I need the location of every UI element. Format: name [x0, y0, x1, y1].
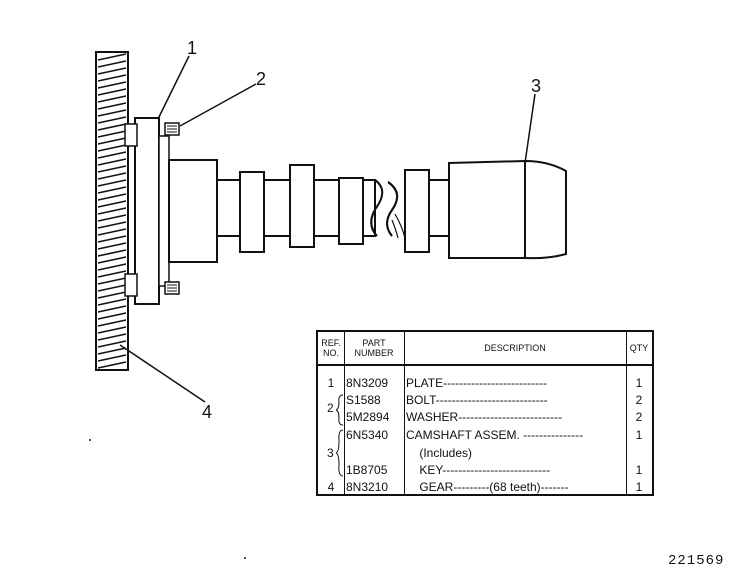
header-ref-no: REF. NO.	[318, 332, 344, 366]
group-brace	[336, 429, 344, 477]
ref-cell: 4	[327, 480, 335, 494]
qty-cell: 1	[635, 463, 643, 477]
gear-tooth	[97, 95, 127, 103]
drawing-number: 221569	[668, 553, 725, 569]
gear-tooth	[97, 291, 127, 299]
description-cell: GEAR---------(68 teeth)-------	[406, 480, 569, 494]
gear-tooth	[97, 123, 127, 131]
leader-lines	[119, 55, 536, 403]
qty-cell: 1	[635, 376, 643, 390]
parts-list-table: REF. NO. PART NUMBER DESCRIPTION QTY 1 8…	[316, 330, 654, 496]
gear-tooth	[97, 326, 127, 334]
gear-tooth	[97, 214, 127, 222]
gear-tooth	[97, 263, 127, 271]
part-number-cell: S1588	[346, 393, 381, 407]
gear-tooth	[97, 165, 127, 173]
gear-tooth	[97, 277, 127, 285]
gear-tooth	[97, 270, 127, 278]
group-brace	[336, 394, 344, 426]
description-cell: KEY---------------------------	[406, 463, 551, 477]
gear-tooth	[97, 340, 127, 348]
gear-tooth	[97, 137, 127, 145]
qty-cell: 2	[635, 410, 643, 424]
callout-4: 4	[202, 402, 213, 422]
gear-tooth	[97, 102, 127, 110]
gear-tooth	[97, 179, 127, 187]
gear-tooth	[97, 221, 127, 229]
gear-tooth	[97, 354, 127, 362]
part-number-cell: 5M2894	[346, 410, 390, 424]
gear-tooth	[97, 319, 127, 327]
gear-tooth	[97, 81, 127, 89]
gear-tooth	[97, 109, 127, 117]
gear-tooth	[97, 361, 127, 369]
description-cell: WASHER--------------------------	[406, 410, 563, 424]
gear-tooth	[97, 151, 127, 159]
column-divider	[344, 332, 345, 494]
gear-tooth	[97, 67, 127, 75]
bolt-bottom	[124, 273, 180, 297]
qty-cell: 2	[635, 393, 643, 407]
callout-1: 1	[187, 38, 198, 58]
qty-cell: 1	[635, 428, 643, 442]
gear-tooth	[97, 256, 127, 264]
description-cell: PLATE--------------------------	[406, 376, 548, 390]
gear-tooth	[97, 235, 127, 243]
gear-tooth	[97, 158, 127, 166]
ref-cell: 1	[327, 376, 335, 390]
gear-tooth	[97, 284, 127, 292]
callout-3: 3	[531, 76, 542, 96]
description-cell: (Includes)	[406, 446, 473, 460]
gear-tooth	[97, 242, 127, 250]
column-divider	[626, 332, 627, 494]
part-number-cell: 1B8705	[346, 463, 388, 477]
description-cell: CAMSHAFT ASSEM. ---------------	[406, 428, 584, 442]
ref-group-label: 2	[327, 401, 334, 415]
gear-tooth	[97, 53, 127, 61]
gear-tooth	[97, 207, 127, 215]
bolt-top	[124, 122, 180, 147]
gear-tooth	[97, 88, 127, 96]
gear-tooth	[97, 60, 127, 68]
ref-group-label: 3	[327, 446, 334, 460]
gear-tooth	[97, 347, 127, 355]
part-number-cell: 6N5340	[346, 428, 389, 442]
gear-tooth	[97, 305, 127, 313]
header-description: DESCRIPTION	[404, 332, 626, 366]
callout-2: 2	[256, 69, 267, 89]
gear-tooth	[97, 312, 127, 320]
gear	[95, 51, 129, 371]
header-qty: QTY	[626, 332, 652, 366]
column-divider	[404, 332, 405, 494]
qty-cell: 1	[635, 480, 643, 494]
gear-tooth	[97, 193, 127, 201]
gear-tooth	[97, 186, 127, 194]
gear-tooth	[97, 74, 127, 82]
gear-tooth	[97, 333, 127, 341]
part-number-cell: 8N3210	[346, 480, 389, 494]
gear-tooth	[97, 116, 127, 124]
gear-tooth	[97, 249, 127, 257]
description-cell: BOLT----------------------------	[406, 393, 548, 407]
part-number-cell: 8N3209	[346, 376, 389, 390]
gear-tooth	[97, 298, 127, 306]
camshaft	[168, 159, 567, 263]
header-part-number: PART NUMBER	[344, 332, 404, 366]
gear-tooth	[97, 228, 127, 236]
gear-tooth	[97, 200, 127, 208]
gear-tooth	[97, 172, 127, 180]
plate	[134, 117, 170, 305]
gear-tooth	[97, 144, 127, 152]
gear-tooth	[97, 130, 127, 138]
